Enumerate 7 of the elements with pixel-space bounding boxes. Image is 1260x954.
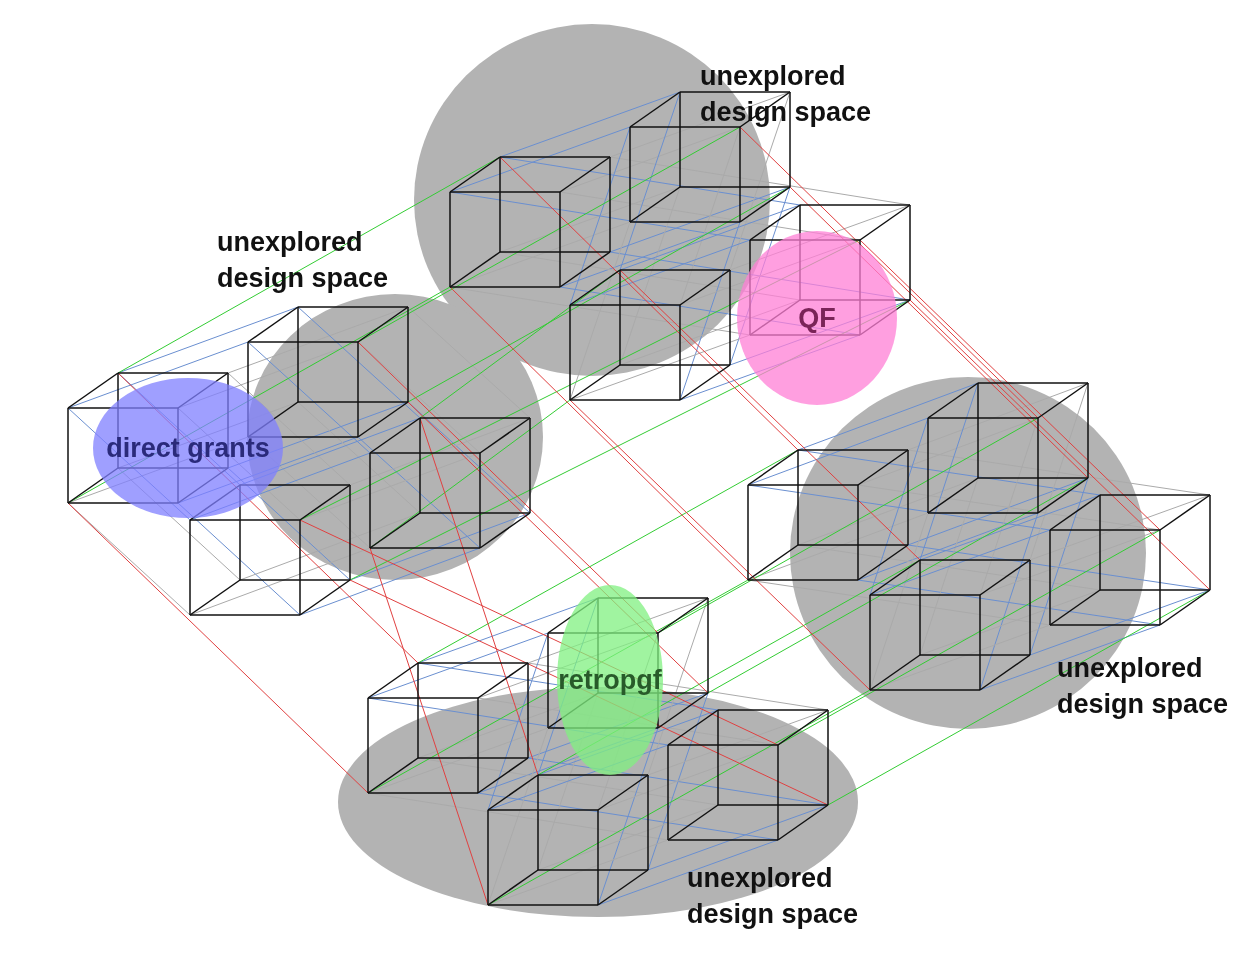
ellipse-region bbox=[737, 231, 897, 405]
region-label: retropgf bbox=[558, 664, 662, 696]
ellipse-region bbox=[557, 585, 663, 775]
region-label: QF bbox=[798, 302, 836, 334]
ellipse-region bbox=[93, 378, 283, 518]
region-label: direct grants bbox=[106, 432, 270, 464]
region-label: unexplored design space bbox=[687, 862, 860, 931]
